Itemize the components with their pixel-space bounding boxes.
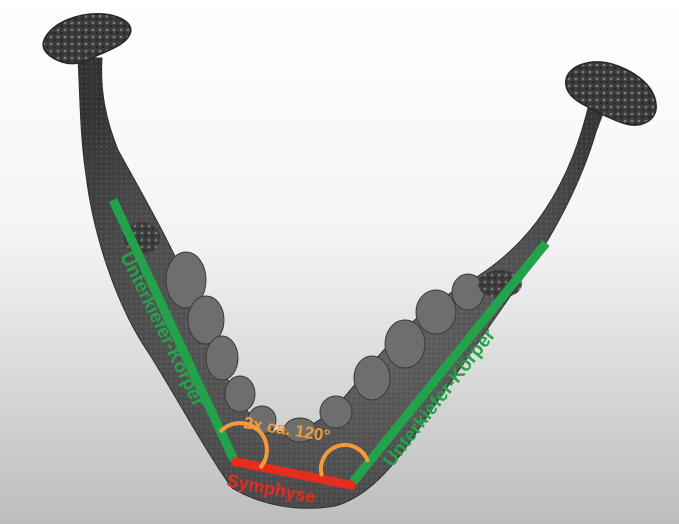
bone-texture (78, 58, 614, 508)
left-condyle (43, 14, 131, 64)
right-condyle (566, 62, 656, 125)
